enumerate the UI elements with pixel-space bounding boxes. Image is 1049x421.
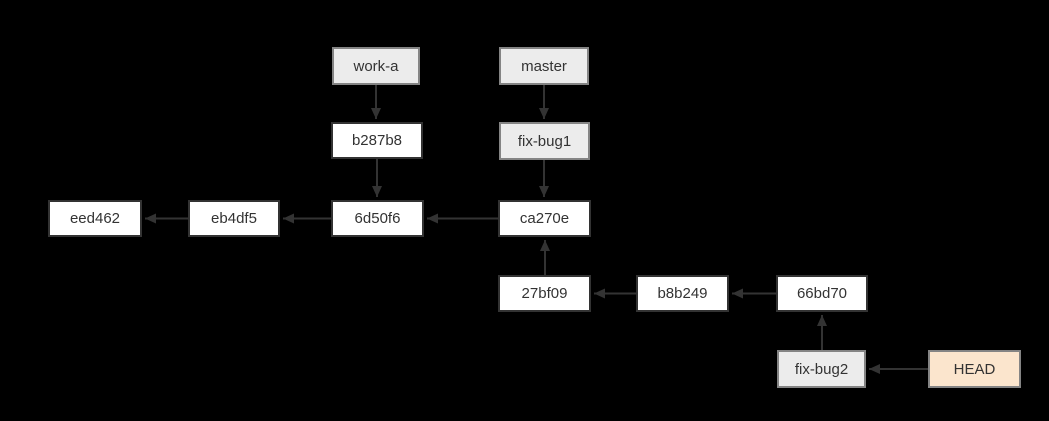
node-label: fix-bug2 [794,360,849,378]
node-head-pointer: HEAD [928,350,1021,388]
node-label: b287b8 [351,132,403,149]
node-commit-b287b8: b287b8 [331,122,423,159]
node-label: HEAD [953,360,996,378]
node-branch-fix-bug2: fix-bug2 [777,350,866,388]
node-label: b8b249 [657,285,708,302]
node-label: ca270e [519,210,570,227]
node-label: 6d50f6 [354,210,401,227]
node-label: fix-bug1 [517,132,572,150]
node-commit-6d50f6: 6d50f6 [331,200,424,237]
node-branch-master: master [499,47,589,85]
node-branch-fix-bug1: fix-bug1 [499,122,590,160]
node-label: eb4df5 [211,210,257,227]
node-label: work-a [353,57,399,75]
node-label: 66bd70 [796,285,848,302]
node-commit-66bd70: 66bd70 [776,275,868,312]
node-label: 27bf09 [521,285,568,302]
node-commit-eb4df5: eb4df5 [188,200,280,237]
node-commit-eed462: eed462 [48,200,142,237]
node-label: master [521,57,567,75]
node-commit-b8b249: b8b249 [636,275,729,312]
node-commit-27bf09: 27bf09 [498,275,591,312]
node-commit-ca270e: ca270e [498,200,591,237]
node-branch-work-a: work-a [332,47,420,85]
node-label: eed462 [69,210,121,227]
